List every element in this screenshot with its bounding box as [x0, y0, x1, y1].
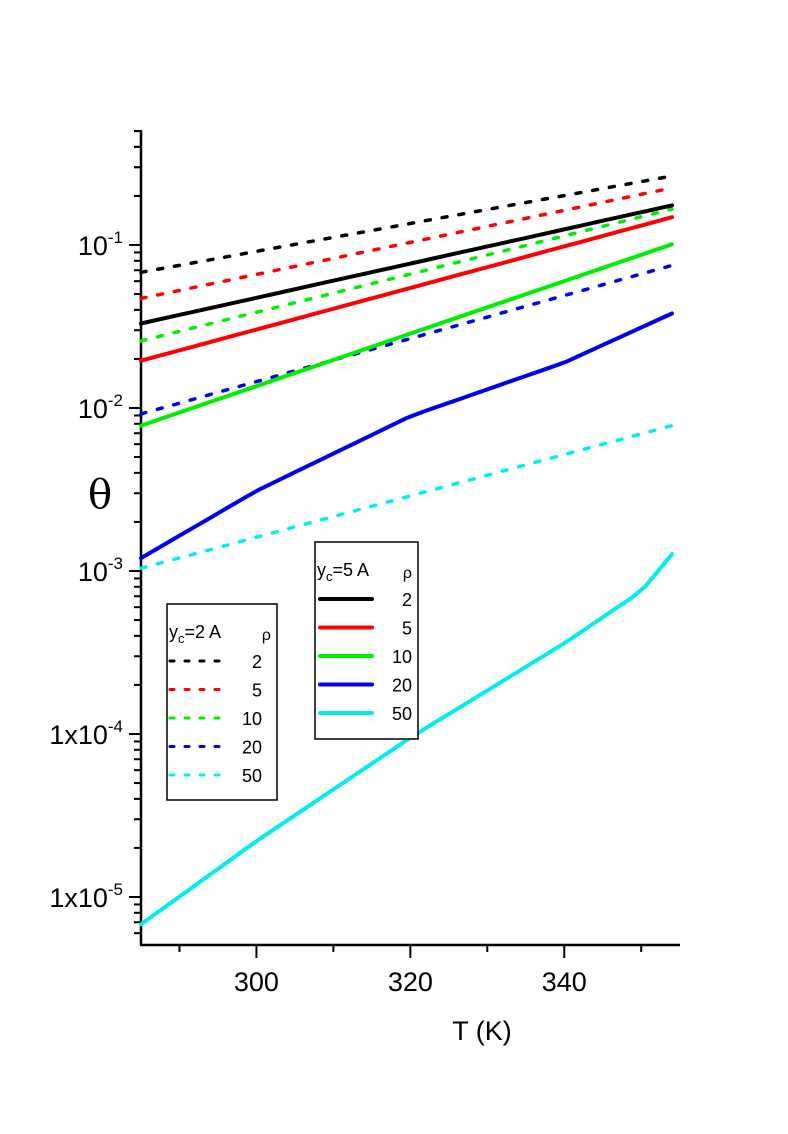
- legend-box-2: [314, 541, 419, 740]
- x-tick-label: 300: [234, 967, 279, 997]
- series-line-yc-5-a-2: [139, 203, 674, 326]
- series-line-yc-5-a-20: [139, 311, 674, 561]
- series-line-yc-2-a-10: [139, 207, 674, 343]
- legend-entry-label: 20: [242, 738, 262, 758]
- x-tick-label: 340: [542, 967, 587, 997]
- legend-entry-label: 5: [402, 619, 412, 639]
- y-tick-label: 1x10-5: [49, 880, 123, 913]
- series-line-yc-5-a-10: [139, 242, 674, 428]
- x-axis-label: T (K): [452, 1016, 512, 1046]
- legend-entry-label: 5: [252, 681, 262, 701]
- y-tick-label: 10-2: [78, 391, 123, 424]
- legend-box-1: [166, 603, 278, 801]
- y-tick-label: 1x10-4: [49, 717, 123, 750]
- legend-entry-label: 20: [392, 676, 412, 696]
- y-tick-label: 10-1: [78, 228, 123, 261]
- legend-column-header: ρ: [403, 565, 412, 582]
- series-line-yc-2-a-5: [139, 186, 674, 301]
- legend-entry-label: 2: [402, 590, 412, 610]
- legend-column-header: ρ: [262, 627, 271, 644]
- y-axis-label: θ: [88, 472, 112, 518]
- series-line-yc-2-a-50: [139, 423, 674, 570]
- legend-entry-label: 50: [392, 704, 412, 724]
- series-line-yc-5-a-50: [139, 552, 674, 927]
- legend-entry-label: 10: [392, 647, 412, 667]
- legend-entry-label: 50: [242, 766, 262, 786]
- legend-title: yc=2 A: [169, 622, 221, 646]
- series-line-yc-5-a-5: [139, 215, 674, 363]
- legend-entry-label: 10: [242, 709, 262, 729]
- series-line-yc-2-a-20: [139, 263, 674, 416]
- legend-title: yc=5 A: [317, 560, 369, 584]
- legend-entry-label: 2: [252, 652, 262, 672]
- y-tick-label: 10-3: [78, 554, 123, 587]
- series-line-yc-2-a-2: [139, 174, 674, 275]
- x-tick-label: 320: [388, 967, 433, 997]
